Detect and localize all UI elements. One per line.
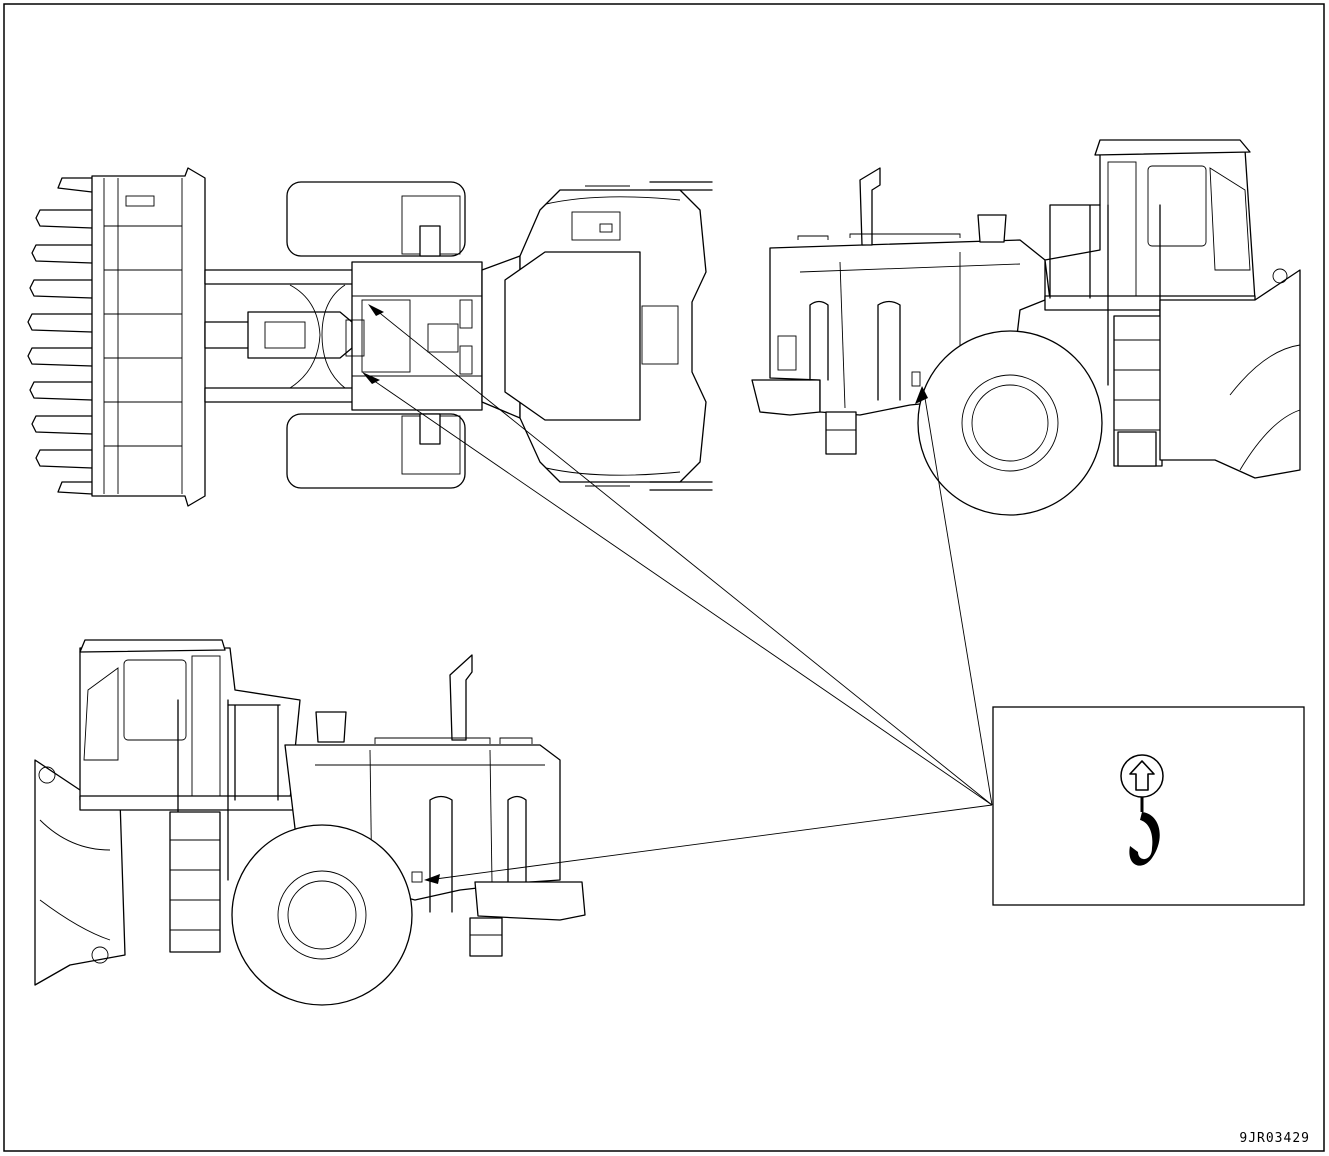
bucket — [91, 167, 206, 507]
left-view-lifting-marker — [411, 871, 423, 883]
lifting-point-callout — [992, 706, 1305, 906]
front-tyres — [286, 181, 466, 489]
operator-cab — [1044, 149, 1256, 301]
page-border — [3, 3, 1325, 1152]
front-frame — [345, 261, 483, 411]
exhaust-stack — [859, 167, 881, 246]
wheel-loader-top-view — [27, 167, 713, 507]
right-view-lifting-arrow — [915, 386, 928, 404]
rear-step-left — [469, 917, 503, 957]
wheel-loader-right-side-view — [751, 139, 1301, 516]
callout-box — [992, 706, 1305, 906]
lifting-hook-with-up-arrow-icon — [1120, 754, 1164, 866]
exhaust-stack-left — [449, 654, 473, 741]
cab-deck-left — [79, 795, 321, 811]
rear-wheel-right-view — [917, 330, 1103, 516]
bucket-teeth — [27, 177, 93, 495]
access-ladder-left — [169, 699, 281, 953]
air-precleaner-left — [315, 711, 347, 743]
operator-cab-left — [79, 647, 301, 801]
access-ladder — [1049, 204, 1163, 467]
counterweight — [751, 379, 821, 416]
leader-lines — [369, 309, 993, 881]
figure-id-label: 9JR03429 — [1239, 1131, 1310, 1146]
front-frame-side — [1159, 269, 1301, 479]
rear-frame — [481, 185, 707, 487]
counterweight-left — [474, 881, 586, 921]
boom-arms — [204, 269, 356, 403]
air-precleaner — [977, 214, 1007, 243]
rear-wheel-left-view — [231, 824, 413, 1006]
left-view-lifting-arrow — [424, 874, 440, 884]
rear-step — [825, 411, 857, 455]
wheel-loader-left-side-view — [34, 639, 586, 1006]
rear-tyres — [649, 181, 713, 491]
